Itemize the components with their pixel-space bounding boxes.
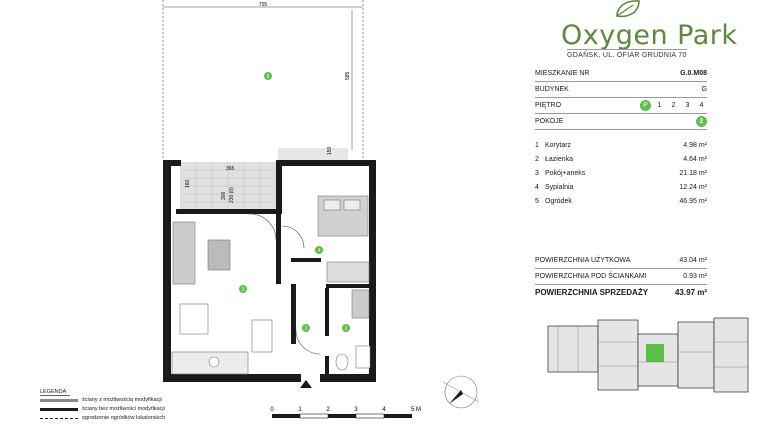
wardrobe [251, 319, 273, 353]
scale-bar: 0 1 2 3 4 5 M [270, 403, 430, 423]
garden-width-dimension: 705 585 [163, 2, 363, 150]
floor-option-4: 4 [699, 102, 704, 109]
room-marker-3: 3 [242, 287, 245, 293]
scale-tick-4: 4 [382, 407, 386, 413]
scale-tick-3: 3 [354, 407, 358, 413]
room-markers: 5 3 4 1 2 [239, 72, 350, 332]
dim-585: 585 [345, 71, 351, 80]
dim-300: 300 [221, 191, 227, 200]
terrace-tiles [180, 162, 276, 210]
slope-area-label: POWIERZCHNIA POD ŚCIANKAMI [535, 273, 647, 280]
floor-plan-drawing: 705 585 365 160 300 230 (0) 150 [162, 0, 480, 409]
legend-item-fence: ogrodzenie ogródków lokatorskich [40, 415, 165, 421]
legend-item-fixed: ściany bez możliwości modyfikacji [40, 406, 165, 412]
logo: Oxygen Park GDAŃSK, UL. OFIAR GRUDNIA 70 [535, 0, 760, 62]
dim-705: 705 [259, 2, 268, 8]
building-label: BUDYNEK [535, 86, 569, 93]
furniture [171, 195, 371, 375]
balcony-strip [278, 148, 348, 162]
brand-address: GDAŃSK, UL. OFIAR GRUDNIA 70 [567, 49, 687, 59]
scale-tick-5: 5 M [411, 407, 421, 413]
shower [351, 289, 370, 319]
sale-area-label: POWIERZCHNIA SPRZEDAŻY [535, 288, 649, 297]
floor-option-1: 1 [657, 102, 662, 109]
dim-230: 230 (0) [229, 187, 235, 203]
usable-area-value: 43.04 m² [679, 257, 707, 264]
apartment-number-label: MIESZKANIE NR [535, 70, 590, 77]
room-marker-4: 4 [318, 248, 321, 254]
usable-area-label: POWIERZCHNIA UŻYTKOWA [535, 257, 631, 264]
rooms-count-row: POKOJE 2 [535, 114, 707, 130]
floor-plan: 705 585 365 160 300 230 (0) 150 [40, 0, 480, 423]
apartment-info-panel: Oxygen Park GDAŃSK, UL. OFIAR GRUDNIA 70… [535, 0, 760, 428]
scale-tick-1: 1 [298, 407, 302, 413]
sink [208, 356, 220, 368]
building-row: BUDYNEK G [535, 82, 707, 98]
building-value: G [701, 86, 707, 93]
legend-title: LEGENDA [40, 389, 70, 396]
garden-fence [162, 0, 364, 160]
rooms-count-label: POKOJE [535, 118, 564, 125]
legend-item-modifiable: ściany z możliwością modyfikacji [40, 397, 162, 403]
leaf-icon [616, 0, 640, 18]
dim-160: 160 [185, 179, 191, 188]
sofa [172, 221, 196, 285]
sale-area-value: 43.97 m² [674, 288, 707, 297]
brand-name: Oxygen Park [561, 20, 738, 51]
usable-area-row: POWIERZCHNIA UŻYTKOWA 43.04 m² [535, 253, 707, 269]
toilet [335, 353, 349, 371]
room-marker-5: 5 [267, 74, 270, 80]
scale-tick-0: 0 [270, 407, 274, 413]
rooms-count-badge: 2 [696, 116, 707, 127]
compass-icon [442, 375, 480, 409]
sale-area-row: POWIERZCHNIA SPRZEDAŻY 43.97 m² [535, 285, 707, 300]
dim-365: 365 [226, 166, 235, 172]
closet [326, 261, 370, 283]
dining-table [179, 303, 209, 335]
scale-tick-2: 2 [326, 407, 330, 413]
coffee-table [207, 239, 231, 271]
door-swings [247, 213, 321, 355]
floor-option-2: 2 [671, 102, 676, 109]
entrance-arrow [300, 380, 312, 388]
room-marker-2: 2 [345, 326, 348, 332]
slope-area-value: 0.93 m² [683, 273, 707, 280]
floor-selector: P 1 2 3 4 [640, 100, 707, 111]
apartment-number-row: MIESZKANIE NR G.0.M08 [535, 66, 707, 82]
site-key-plan [547, 317, 749, 393]
selected-unit-marker [646, 344, 664, 362]
floor-option-3: 3 [685, 102, 690, 109]
slope-area-row: POWIERZCHNIA POD ŚCIANKAMI 0.93 m² [535, 269, 707, 285]
floor-option-P: P [640, 100, 651, 111]
walls [163, 160, 376, 382]
apartment-number-value: G.0.M08 [680, 70, 707, 77]
room-marker-1: 1 [305, 326, 308, 332]
dim-150: 150 [327, 146, 333, 155]
washbasin [355, 345, 371, 369]
floor-label: PIĘTRO [535, 102, 562, 109]
floor-row: PIĘTRO P 1 2 3 4 [535, 98, 707, 114]
